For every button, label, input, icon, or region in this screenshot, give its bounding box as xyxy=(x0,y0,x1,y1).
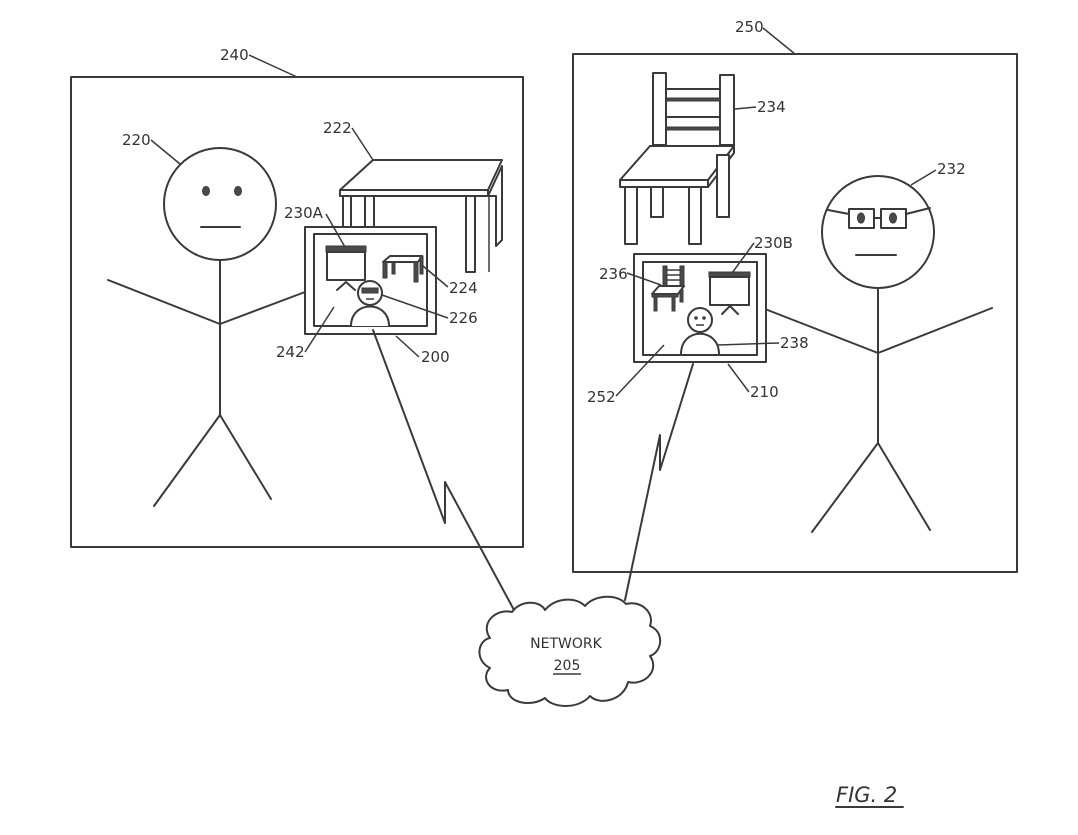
remote-user-image-238 xyxy=(680,307,720,355)
label-250: 250 xyxy=(735,18,764,36)
chair-image-236 xyxy=(651,265,685,312)
label-200: 200 xyxy=(421,348,450,366)
user-220-figure xyxy=(107,147,306,507)
leader-232 xyxy=(910,169,937,186)
table-image-224 xyxy=(382,255,424,283)
label-234: 234 xyxy=(757,98,786,116)
leader-230b xyxy=(731,242,755,274)
label-240: 240 xyxy=(220,46,249,64)
figure-caption: FIG. 2 xyxy=(836,783,897,807)
leader-200 xyxy=(395,335,420,358)
eye-left xyxy=(202,186,210,196)
arms xyxy=(764,307,993,354)
leader-224 xyxy=(422,265,449,288)
label-252: 252 xyxy=(587,388,616,406)
leader-220 xyxy=(150,139,181,165)
network-cloud-205 xyxy=(478,595,662,707)
screen-230b xyxy=(709,276,750,306)
label-210: 210 xyxy=(750,383,779,401)
legs xyxy=(153,414,272,507)
eye-right xyxy=(234,186,242,196)
leader-238 xyxy=(717,342,780,346)
chair-234 xyxy=(619,72,735,245)
leader-236 xyxy=(626,272,662,286)
wireless-link-210 xyxy=(624,363,694,601)
leader-242 xyxy=(304,306,335,353)
label-220: 220 xyxy=(122,131,151,149)
label-230b: 230B xyxy=(754,234,793,252)
wireless-link-200 xyxy=(372,329,515,611)
label-230a: 230A xyxy=(284,204,324,222)
leader-250 xyxy=(762,27,796,55)
device-200 xyxy=(304,226,437,335)
leader-222 xyxy=(351,127,374,161)
label-226: 226 xyxy=(449,309,478,327)
user-220-head xyxy=(163,147,277,261)
user-232-figure xyxy=(764,175,993,533)
device-210 xyxy=(633,253,767,363)
network-ref: 205 xyxy=(554,658,581,674)
leader-240 xyxy=(248,54,298,78)
leader-226 xyxy=(381,294,449,319)
leader-230a xyxy=(325,213,346,248)
eye-right xyxy=(889,212,897,224)
screen-230a-stand xyxy=(336,281,356,291)
remote-user-image-226 xyxy=(350,280,390,327)
label-222: 222 xyxy=(323,119,352,137)
screen-230a xyxy=(326,251,366,281)
network-title: NETWORK xyxy=(530,636,602,652)
leader-252 xyxy=(615,344,665,397)
legs xyxy=(811,442,931,533)
label-224: 224 xyxy=(449,279,478,297)
leader-234 xyxy=(734,106,757,110)
label-236: 236 xyxy=(599,265,628,283)
user-232-head xyxy=(821,175,935,289)
label-238: 238 xyxy=(780,334,809,352)
label-232: 232 xyxy=(937,160,966,178)
arms xyxy=(107,279,306,325)
label-242: 242 xyxy=(276,343,305,361)
leader-210 xyxy=(727,363,750,393)
display-252 xyxy=(642,261,758,356)
eye-left xyxy=(857,212,865,224)
screen-230b-stand xyxy=(721,305,739,315)
